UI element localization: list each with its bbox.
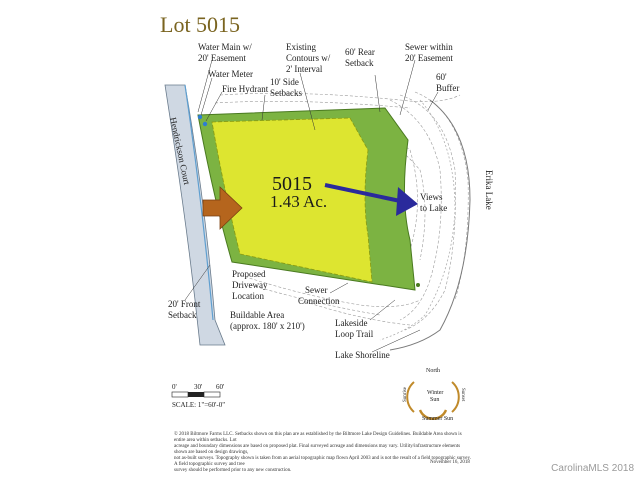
sun-winter: Winter <box>427 390 443 396</box>
lakeside-trail <box>379 99 456 341</box>
label-water-main: Water Main w/ <box>198 42 252 52</box>
footer-line-2: acreage and boundary dimensions are base… <box>174 444 461 455</box>
label-rear-setback-2: Setback <box>345 58 374 68</box>
scale-tick-0: 0' <box>172 383 177 391</box>
label-contours-3: 2' Interval <box>286 64 323 74</box>
label-driveway: Proposed <box>232 269 266 279</box>
scale-tick-60: 60' <box>216 383 224 391</box>
label-side-setbacks-2: Setbacks <box>270 88 302 98</box>
label-side-setbacks: 10' Side <box>270 77 299 87</box>
label-water-main-easement: 20' Easement <box>198 53 246 63</box>
label-buffer-2: Buffer <box>436 83 459 93</box>
sun-diagram: North Winter Sun Summer Sun Sunrise Suns… <box>403 368 465 422</box>
sun-summer: Summer Sun <box>422 416 453 422</box>
label-rear-setback: 60' Rear <box>345 47 375 57</box>
scale-bar: 0' 30' 60' SCALE: 1"=60'-0" <box>171 383 225 409</box>
label-buildable-area-2: (approx. 180' x 210') <box>230 321 305 331</box>
footer-date: November 16, 2018 <box>430 460 470 465</box>
fire-hydrant-icon <box>202 121 208 127</box>
label-views-2: to Lake <box>420 203 447 213</box>
sun-north: North <box>426 368 440 374</box>
label-sewer-easement-2: 20' Easement <box>405 53 453 63</box>
buildable-area <box>211 117 373 283</box>
sun-winter-sub: Sun <box>430 397 439 403</box>
footer-disclaimer: © 2018 Biltmore Farms LLC. Setbacks show… <box>174 432 474 474</box>
label-sewer-connection: Sewer <box>305 285 328 295</box>
road-hendrickson-court <box>164 84 226 346</box>
lot-number: 5015 <box>272 173 312 195</box>
page-title: Lot 5015 <box>160 12 241 37</box>
footer-line-4: survey should be performed prior to any … <box>174 468 292 473</box>
label-lake: Erika Lake <box>484 170 494 210</box>
lot-acreage: 1.43 Ac. <box>270 192 327 211</box>
sewer-connection-icon <box>416 283 420 287</box>
label-sewer-connection-2: Connection <box>298 296 340 306</box>
water-meter-icon <box>197 114 203 120</box>
label-views: Views <box>420 192 443 202</box>
views-arrow-head <box>396 187 418 216</box>
label-buffer: 60' <box>436 72 447 82</box>
label-driveway-3: Location <box>232 291 264 301</box>
lake-shoreline <box>389 99 471 351</box>
leader-lines <box>184 59 439 353</box>
driveway-arrow <box>202 186 243 230</box>
label-contours: Existing <box>286 42 317 52</box>
label-contours-2: Contours w/ <box>286 53 331 63</box>
label-sewer-easement: Sewer within <box>405 42 453 52</box>
label-lake-shoreline: Lake Shoreline <box>335 350 390 360</box>
footer-line-3: not as-built surveys. Topography shown i… <box>174 456 471 467</box>
scale-tick-30: 30' <box>194 383 202 391</box>
label-front-setback: 20' Front <box>168 299 201 309</box>
label-front-setback-2: Setback <box>168 310 197 320</box>
watermark: CarolinaMLS 2018 <box>551 463 634 474</box>
label-lakeside-trail: Lakeside <box>335 318 367 328</box>
footer-line-1: © 2018 Biltmore Farms LLC. Setbacks show… <box>174 432 462 443</box>
label-water-meter: Water Meter <box>208 69 253 79</box>
views-arrow-line <box>324 183 406 204</box>
sun-east: Sunrise <box>403 386 408 402</box>
label-lakeside-trail-2: Loop Trail <box>335 329 374 339</box>
sun-west: Sunset <box>460 388 465 402</box>
scale-label: SCALE: 1"=60'-0" <box>172 401 225 409</box>
label-fire-hydrant: Fire Hydrant <box>222 84 269 94</box>
label-buildable-area: Buildable Area <box>230 310 284 320</box>
label-driveway-2: Driveway <box>232 280 268 290</box>
road-edge <box>184 84 214 321</box>
